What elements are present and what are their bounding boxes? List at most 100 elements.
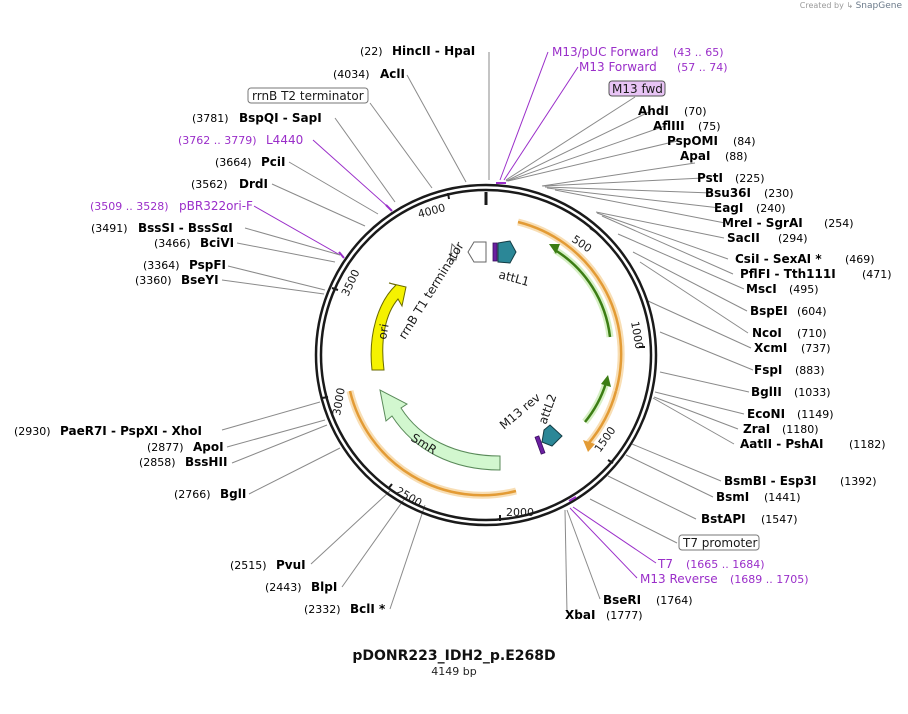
site-name: CsiI - SexAI * [735, 252, 822, 266]
site-pos: (2332) [304, 603, 341, 616]
site-name: XbaI [565, 608, 595, 622]
site-name: PstI [697, 171, 723, 185]
site-pos: (254) [824, 217, 854, 230]
insert-arrowhead [583, 440, 595, 452]
site-name: BssHII [185, 455, 227, 469]
site-pos: (1392) [840, 475, 877, 488]
site-pos: (84) [733, 135, 756, 148]
site-name: BglI [220, 487, 246, 501]
site-pos: (4034) [333, 68, 370, 81]
site-name: BsmBI - Esp3I [724, 474, 816, 488]
site-pos: (240) [756, 202, 786, 215]
site-name: FspI [754, 363, 782, 377]
site-pos: (3781) [192, 112, 229, 125]
primer-pos: (1665 .. 1684) [686, 558, 765, 571]
site-name: NcoI [752, 326, 782, 340]
ori-feature [370, 282, 407, 371]
site-name: BclI * [350, 602, 386, 616]
leader-lines-right [499, 51, 754, 614]
green-arc-upper [554, 248, 612, 338]
site-pos: (2766) [174, 488, 211, 501]
primer-labels: M13/pUC Forward (43 .. 65) M13 Forward (… [90, 45, 809, 586]
site-name: ZraI [743, 422, 770, 436]
site-pos: (1764) [656, 594, 693, 607]
smr-feature [379, 389, 501, 471]
site-pos: (1547) [761, 513, 798, 526]
leader-lines-left [221, 52, 490, 610]
site-name: ApaI [680, 149, 710, 163]
site-name: XcmI [754, 341, 787, 355]
rrnb-t1-feature [467, 241, 487, 263]
site-pos: (3360) [135, 274, 172, 287]
site-pos: (604) [797, 305, 827, 318]
primer-pos: (3762 .. 3779) [178, 134, 257, 147]
site-name: BssSI - BssSαI [138, 221, 233, 235]
site-pos: (1033) [794, 386, 831, 399]
site-pos: (75) [698, 120, 721, 133]
site-pos: (2443) [265, 581, 302, 594]
site-pos: (1182) [849, 438, 886, 451]
site-name: AhdI [638, 104, 669, 118]
plasmid-title: pDONR223_IDH2_p.E268D [352, 648, 556, 664]
site-pos: (3562) [191, 178, 228, 191]
snapgene-credit: Created by ↳ SnapGene [800, 1, 902, 11]
insert-arc [517, 220, 623, 392]
site-name: BstAPI [701, 512, 746, 526]
plasmid-length: 4149 bp [431, 665, 477, 678]
site-pos: (294) [778, 232, 808, 245]
site-name: BseYI [181, 273, 219, 287]
primer-name: pBR322ori-F [179, 199, 253, 213]
primer-name: M13 Reverse [640, 572, 718, 586]
rrnb-t2-box [247, 87, 369, 104]
site-name: MreI - SgrAI [722, 216, 803, 230]
site-name: DrdI [239, 177, 268, 191]
backbone-outer-circle [314, 183, 658, 527]
site-pos: (230) [764, 187, 794, 200]
site-pos: (1441) [764, 491, 801, 504]
tick-label: 1000 [628, 320, 646, 350]
site-name: PaeR7I - PspXI - XhoI [60, 424, 202, 438]
site-pos: (1149) [797, 408, 834, 421]
site-pos: (2858) [139, 456, 176, 469]
site-name: BglII [751, 385, 782, 399]
site-name: PciI [261, 155, 286, 169]
primer-pos: (1689 .. 1705) [730, 573, 809, 586]
m13-fwd-label: M13 fwd [612, 82, 663, 96]
site-name: AflIII [653, 119, 685, 133]
backbone-inner-circle [319, 188, 653, 522]
site-name: AatII - PshAI [740, 437, 823, 451]
site-name: EcoNI [747, 407, 785, 421]
site-pos: (2515) [230, 559, 267, 572]
site-pos: (3364) [143, 259, 180, 272]
primer-name: T7 [657, 557, 673, 571]
site-pos: (3466) [154, 237, 191, 250]
site-pos: (710) [797, 327, 827, 340]
site-pos: (1180) [782, 423, 819, 436]
site-pos: (469) [845, 253, 875, 266]
primer-pos: (43 .. 65) [673, 46, 724, 59]
attl2-feature [541, 424, 563, 447]
site-name: BspEI [750, 304, 788, 318]
attl1-label: attL1 [497, 267, 531, 289]
m13-rev-label: M13 rev [497, 390, 543, 432]
site-pos: (2877) [147, 441, 184, 454]
primer-name: M13 Forward [579, 60, 657, 74]
site-pos: (70) [684, 105, 707, 118]
snapgene-logo-icon: ↳ [846, 1, 854, 10]
site-pos: (471) [862, 268, 892, 281]
site-name: Bsu36I [705, 186, 751, 200]
m13-fwd-box [608, 80, 666, 97]
site-name: SacII [727, 231, 760, 245]
site-pos: (883) [795, 364, 825, 377]
rrnb-t1-label: rrnB T1 terminator [396, 239, 467, 341]
t7-promoter-box [678, 534, 760, 551]
site-pos: (1777) [606, 609, 643, 622]
t7-promoter-label: T7 promoter [682, 536, 758, 550]
sites-right: AhdI (70) AflIII (75) PspOMI (84) ApaI (… [565, 104, 892, 622]
site-pos: (495) [789, 283, 819, 296]
primer-name: M13/pUC Forward [552, 45, 659, 59]
rrnb-t2-label: rrnB T2 terminator [252, 89, 364, 103]
site-name: ApoI [193, 440, 224, 454]
attl1-feature [497, 240, 517, 264]
